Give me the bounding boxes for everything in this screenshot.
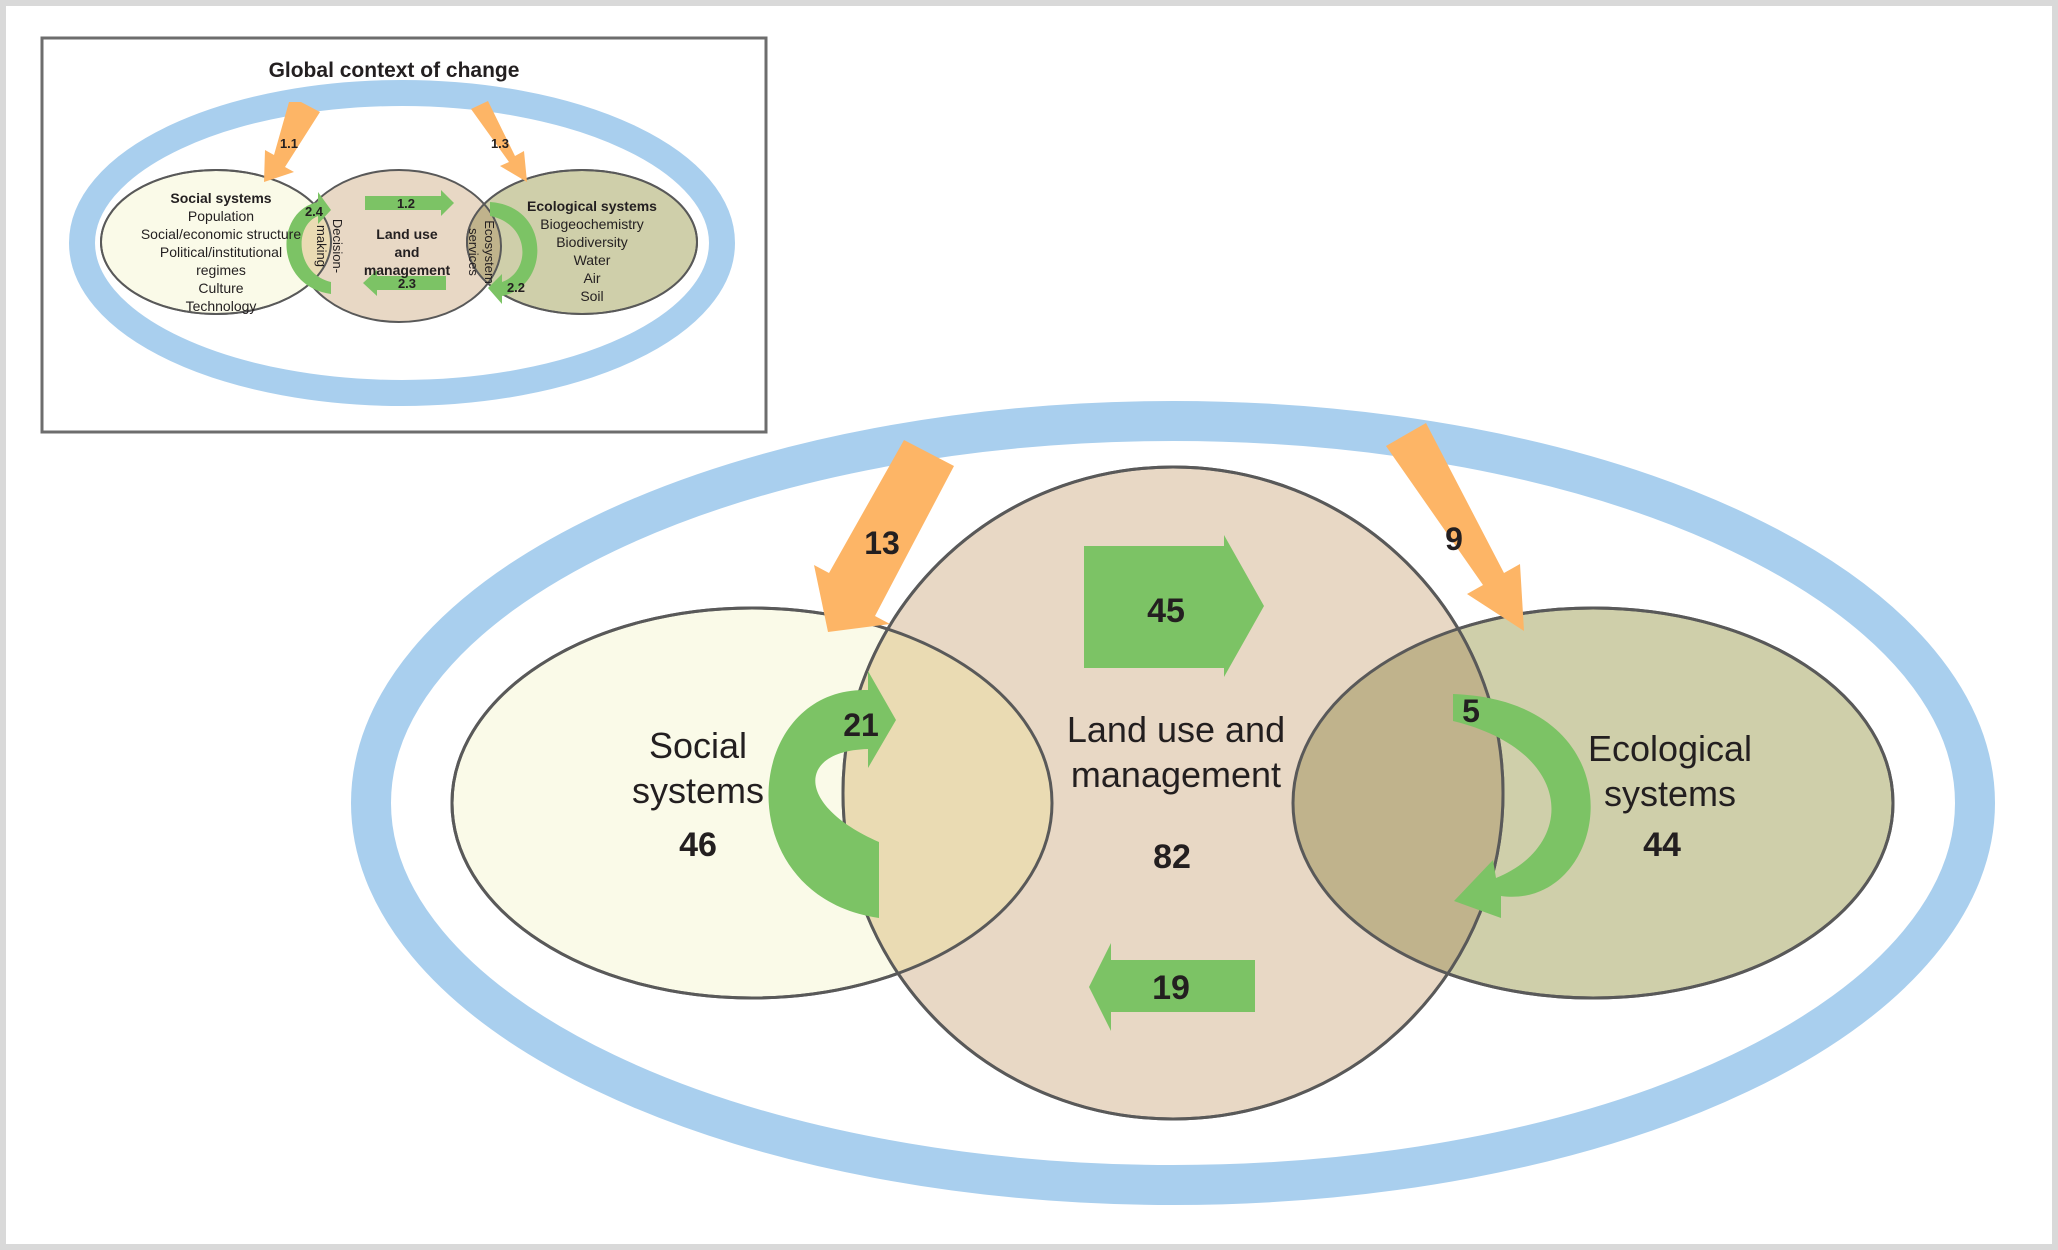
green-arrow-top [1084, 535, 1264, 677]
green-arrow-bottom [1089, 943, 1255, 1031]
ecological-systems-label: Ecological [1588, 728, 1752, 769]
ecological-systems-count: 44 [1643, 826, 1681, 864]
inset-context-ring [69, 80, 735, 406]
land-use-label: management [1071, 754, 1281, 795]
green-arrow-top-label: 45 [1147, 592, 1185, 630]
orange-arrow-left [814, 440, 954, 632]
land-use-count: 82 [1153, 838, 1191, 876]
inset-social-line: Social/economic structure [141, 226, 302, 242]
social-systems-count: 46 [679, 826, 717, 864]
inset-ecological-line: Biogeochemistry [540, 216, 644, 232]
orange-arrow-right-label: 9 [1445, 521, 1463, 557]
inset-land-line: and [395, 244, 420, 260]
inset-ecosystem-services-label: Ecosystem [482, 220, 497, 284]
ecological-systems-label: systems [1604, 773, 1736, 814]
inset-ecosystem-services-label: services [466, 228, 481, 276]
inset-ecological-line: Soil [580, 288, 603, 304]
social-systems-label: Social [649, 725, 747, 766]
inset-decision-making-label: making [314, 225, 329, 267]
green-curve-right [1453, 694, 1591, 918]
inset-ecological-heading: Ecological systems [527, 198, 657, 214]
inset-land-line: management [364, 262, 451, 278]
inset-arrow-label-1-1: 1.1 [280, 136, 298, 151]
inset-orange-arrow-left [264, 102, 320, 182]
inset-ecological-line: Water [574, 252, 611, 268]
inset-arrow-label-1-2: 1.2 [397, 196, 415, 211]
diagram-canvas: Global context of change 1.1 1.3 1.2 2.3… [6, 6, 2052, 1244]
inset-arrow-label-2-4: 2.4 [305, 204, 324, 219]
inset-green-arrow-1-2 [365, 190, 454, 216]
inset-social-line: regimes [196, 262, 246, 278]
inset-green-curve-2-2 [488, 202, 538, 304]
green-curve-right-label: 5 [1462, 693, 1480, 729]
inset-decision-making-label: Decision- [330, 219, 345, 273]
land-use-label: Land use and [1067, 709, 1285, 750]
main-diagram: 13 9 45 19 21 5 Social systems 46 Land u… [351, 401, 1995, 1205]
inset-ecological-line: Biodiversity [556, 234, 628, 250]
green-arrow-bottom-label: 19 [1152, 969, 1190, 1007]
inset-green-arrow-2-3 [363, 270, 446, 296]
inset-title: Global context of change [269, 59, 520, 82]
inset-arrow-label-1-3: 1.3 [491, 136, 509, 151]
orange-arrow-right [1386, 423, 1524, 631]
inset-orange-arrow-right [471, 101, 527, 182]
inset-social-line: Culture [198, 280, 243, 296]
inset-overlap-right [467, 170, 502, 314]
inset-social-line: Technology [186, 298, 257, 314]
green-curve-left-label: 21 [843, 707, 879, 743]
context-ring [351, 401, 1995, 1205]
orange-arrow-left-label: 13 [864, 525, 900, 561]
inset-arrow-label-2-3: 2.3 [398, 276, 416, 291]
inset-social-line: Population [188, 208, 254, 224]
green-curve-left [768, 671, 896, 918]
inset-social-heading: Social systems [170, 190, 271, 206]
inset-green-curve-2-4 [286, 192, 331, 294]
inset-social-line: Political/institutional [160, 244, 282, 260]
inset-ecological-line: Air [583, 270, 600, 286]
social-systems-label: systems [632, 770, 764, 811]
inset-arrow-label-2-2: 2.2 [507, 280, 525, 295]
inset-land-line: Land use [376, 226, 438, 242]
inset-diagram: Global context of change 1.1 1.3 1.2 2.3… [40, 36, 768, 434]
